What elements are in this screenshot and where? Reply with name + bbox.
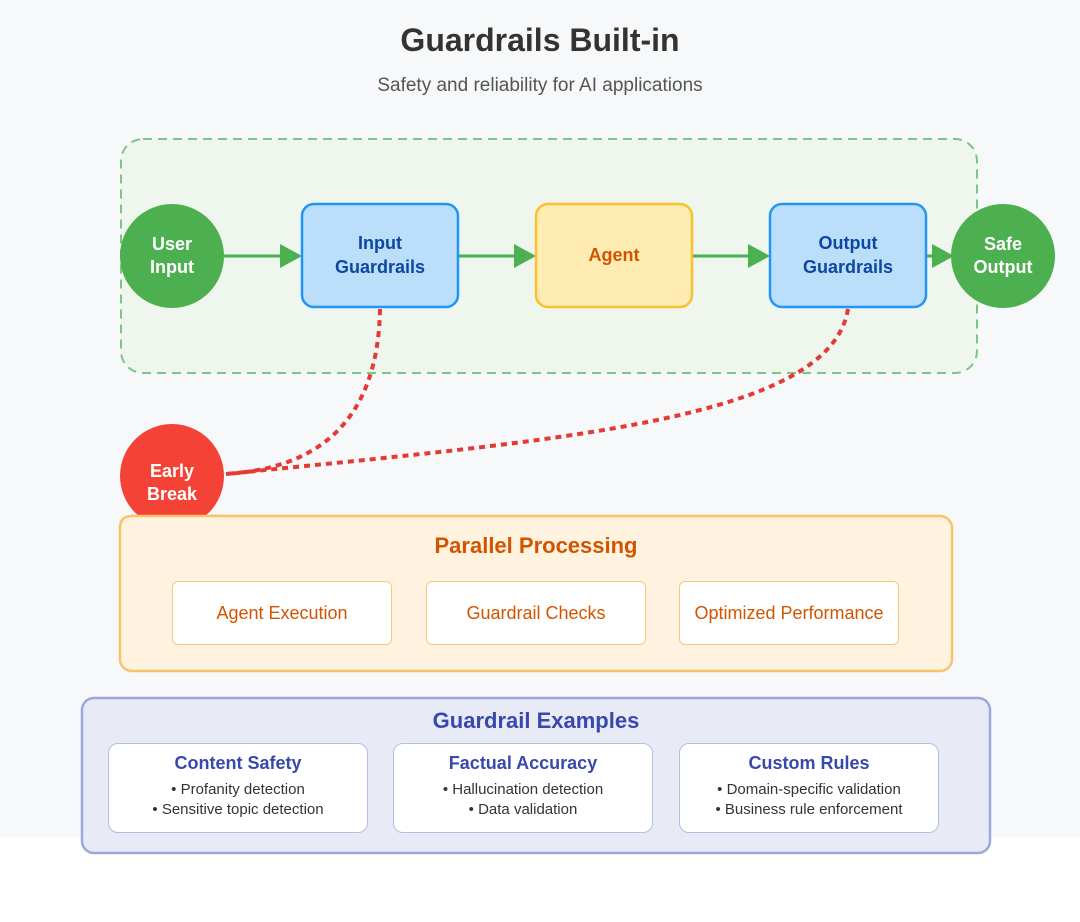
example-item: • Hallucination detection [442,781,604,798]
input-guardrails-node[interactable] [300,202,460,309]
parallel-item-guardrail-checks: Guardrail Checks [426,581,646,645]
early-break-connector-output [225,308,850,476]
user-input-label: User Input [150,233,194,277]
parallel-item-optimized-performance: Optimized Performance [679,581,899,645]
output-guardrails-label: Output Guardrails [802,233,894,277]
user-input-node[interactable] [120,204,224,308]
example-card-title: Content Safety [174,753,302,773]
example-card-content-safety: Content Safety • Profanity detection • S… [108,743,368,833]
example-card-title: Custom Rules [748,753,870,773]
agent-label: Agent [588,244,640,265]
guardrail-examples-title: Guardrail Examples [432,708,640,733]
example-item: • Sensitive topic detection [152,801,324,818]
parallel-item-agent-execution: Agent Execution [172,581,392,645]
early-break-overlap-mask [120,516,224,530]
safe-output-node[interactable] [951,204,1055,308]
panel-top-edge [118,514,224,530]
parallel-processing-title: Parallel Processing [434,533,638,558]
arrowhead-agent-to-output-guardrails [748,244,770,268]
early-break-connector-input [225,308,382,476]
early-break-node[interactable] [120,424,224,528]
arrowhead-user-to-input-guardrails [280,244,302,268]
page-title: Guardrails Built-in [400,22,680,58]
example-item: • Profanity detection [171,781,305,798]
page-subtitle: Safety and reliability for AI applicatio… [377,75,703,96]
example-item: • Business rule enforcement [715,801,903,818]
output-guardrails-node[interactable] [768,202,928,309]
early-break-text: Early Break [146,461,198,505]
agent-node[interactable] [534,202,694,309]
safe-output-label: Safe Output [973,233,1033,277]
arrowhead-input-guardrails-to-agent [514,244,536,268]
early-break-label: Early Break [120,428,224,532]
arrowhead-output-guardrails-to-safe-output [932,244,954,268]
example-card-title: Factual Accuracy [448,753,598,773]
example-card-custom-rules: Custom Rules • Domain-specific validatio… [679,743,939,833]
example-card-factual-accuracy: Factual Accuracy • Hallucination detecti… [393,743,653,833]
input-guardrails-label: Input Guardrails [334,233,426,277]
example-item: • Data validation [468,801,578,818]
example-item: • Domain-specific validation [717,781,901,798]
